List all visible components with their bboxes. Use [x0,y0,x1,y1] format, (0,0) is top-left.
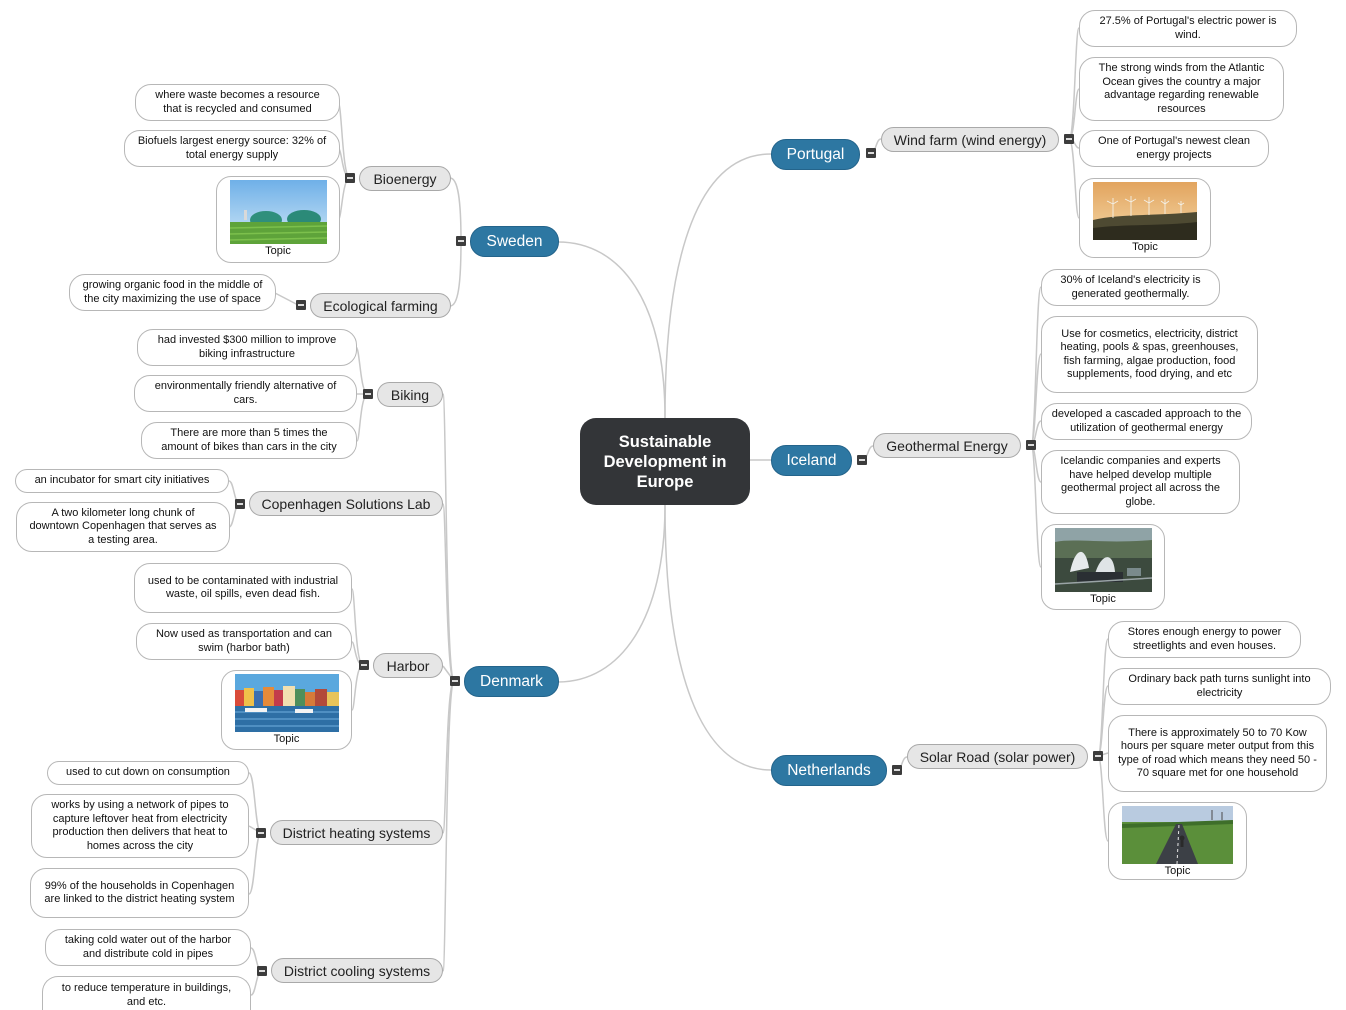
leaf[interactable]: used to be contaminated with industrial … [134,563,352,613]
leaf[interactable]: Biofuels largest energy source: 32% of t… [124,130,340,167]
image-wind-farm [1093,182,1197,240]
image-topic[interactable]: Topic [1041,524,1165,610]
subtopic-wind-farm[interactable]: Wind farm (wind energy) [881,127,1059,152]
topic-iceland[interactable]: Iceland [771,445,852,476]
leaf[interactable]: used to cut down on consumption [47,761,249,785]
image-nyhavn-harbor [234,674,339,732]
leaf[interactable]: environmentally friendly alternative of … [134,375,357,412]
image-topic[interactable]: Topic [1079,178,1211,258]
topic-denmark[interactable]: Denmark [464,666,559,697]
subtopic-district-cooling[interactable]: District cooling systems [271,958,443,983]
minus-square-icon[interactable] [363,389,373,399]
leaf[interactable]: to reduce temperature in buildings, and … [42,976,251,1010]
minus-square-icon[interactable] [359,660,369,670]
subtopic-biking[interactable]: Biking [377,382,443,407]
topic-netherlands[interactable]: Netherlands [771,755,887,786]
leaf[interactable]: Stores enough energy to power streetligh… [1108,621,1301,658]
image-solar-bike-path [1122,806,1233,864]
leaf[interactable]: taking cold water out of the harbor and … [45,929,251,966]
leaf[interactable]: Ordinary back path turns sunlight into e… [1108,668,1331,705]
topic-sweden[interactable]: Sweden [470,226,559,257]
leaf[interactable]: One of Portugal's newest clean energy pr… [1079,130,1269,167]
subtopic-ecological-farming[interactable]: Ecological farming [310,293,451,318]
subtopic-copenhagen-solutions-lab[interactable]: Copenhagen Solutions Lab [249,491,443,516]
minus-square-icon[interactable] [866,148,876,158]
subtopic-district-heating[interactable]: District heating systems [270,820,443,845]
minus-square-icon[interactable] [1064,134,1074,144]
image-caption: Topic [265,245,291,257]
leaf[interactable]: 27.5% of Portugal's electric power is wi… [1079,10,1297,47]
image-caption: Topic [1090,593,1116,605]
minus-square-icon[interactable] [235,499,245,509]
image-caption: Topic [1164,865,1191,877]
minus-square-icon[interactable] [345,173,355,183]
subtopic-geothermal-energy[interactable]: Geothermal Energy [873,433,1021,458]
minus-square-icon[interactable] [296,300,306,310]
minus-square-icon[interactable] [1093,751,1103,761]
leaf[interactable]: Use for cosmetics, electricity, district… [1041,316,1258,393]
image-biogas-plant [229,180,327,244]
subtopic-solar-road[interactable]: Solar Road (solar power) [907,744,1088,769]
image-caption: Topic [1132,241,1158,253]
image-topic[interactable]: Topic [1108,802,1247,880]
leaf[interactable]: Icelandic companies and experts have hel… [1041,450,1240,514]
leaf[interactable]: A two kilometer long chunk of downtown C… [16,502,230,552]
leaf[interactable]: 30% of Iceland's electricity is generate… [1041,269,1220,306]
subtopic-bioenergy[interactable]: Bioenergy [359,166,451,191]
leaf[interactable]: growing organic food in the middle of th… [69,274,276,311]
leaf[interactable]: The strong winds from the Atlantic Ocean… [1079,57,1284,121]
central-topic[interactable]: Sustainable Development in Europe [580,418,750,505]
leaf[interactable]: There are more than 5 times the amount o… [141,422,357,459]
topic-portugal[interactable]: Portugal [771,139,860,170]
minus-square-icon[interactable] [257,966,267,976]
minus-square-icon[interactable] [892,765,902,775]
minus-square-icon[interactable] [456,236,466,246]
image-topic[interactable]: Topic [216,176,340,263]
leaf[interactable]: There is approximately 50 to 70 Kow hour… [1108,715,1327,792]
leaf[interactable]: works by using a network of pipes to cap… [31,794,249,858]
image-caption: Topic [273,733,300,745]
minus-square-icon[interactable] [1026,440,1036,450]
subtopic-harbor[interactable]: Harbor [373,653,443,678]
image-topic[interactable]: Topic [221,670,352,750]
leaf[interactable]: had invested $300 million to improve bik… [137,329,357,366]
leaf[interactable]: an incubator for smart city initiatives [15,469,229,493]
image-geothermal-plant [1054,528,1152,592]
leaf[interactable]: 99% of the households in Copenhagen are … [30,868,249,918]
minus-square-icon[interactable] [256,828,266,838]
minus-square-icon[interactable] [857,455,867,465]
leaf[interactable]: developed a cascaded approach to the uti… [1041,403,1252,440]
leaf[interactable]: where waste becomes a resource that is r… [135,84,340,121]
leaf[interactable]: Now used as transportation and can swim … [136,623,352,660]
minus-square-icon[interactable] [450,676,460,686]
